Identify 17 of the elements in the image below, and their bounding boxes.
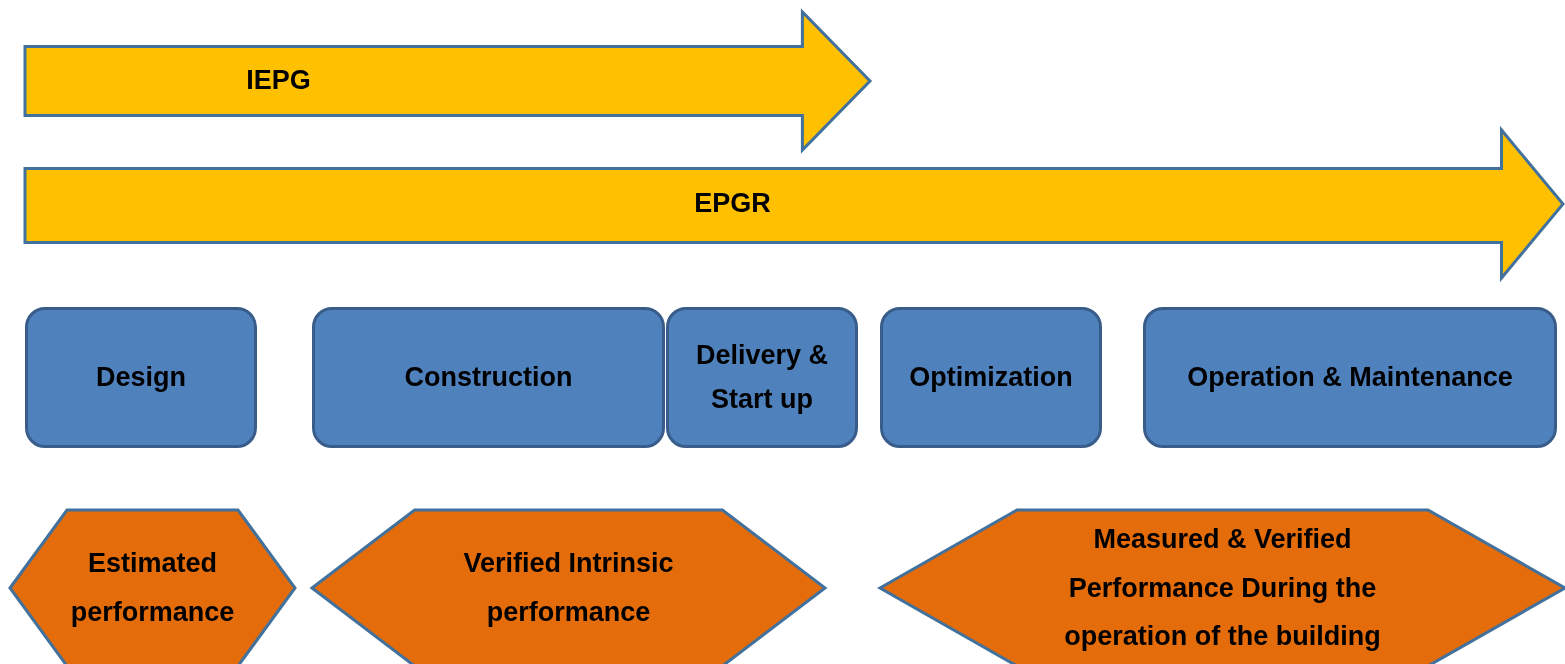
phase-box <box>25 307 257 448</box>
phase-label: Operation & Maintenance <box>1187 360 1513 394</box>
phase-label: Delivery & Start up <box>694 339 830 416</box>
performance-hexagon <box>312 510 825 664</box>
arrow-label: IEPG <box>246 64 311 98</box>
phase-box <box>880 307 1102 448</box>
phase-box <box>666 307 858 448</box>
phase-label: Design <box>96 360 186 394</box>
hexagon-label: Measured & Verified Performance During the operation of the building <box>1063 523 1382 654</box>
phase-label: Construction <box>404 360 573 394</box>
phase-box <box>312 307 665 448</box>
phase-label: Optimization <box>909 360 1073 394</box>
phase-box <box>1143 307 1557 448</box>
hexagon-label: Verified Intrinsic performance <box>462 547 675 629</box>
performance-hexagon <box>10 510 295 664</box>
performance-hexagon <box>880 510 1565 664</box>
hexagon-label: Estimated performance <box>69 547 236 629</box>
